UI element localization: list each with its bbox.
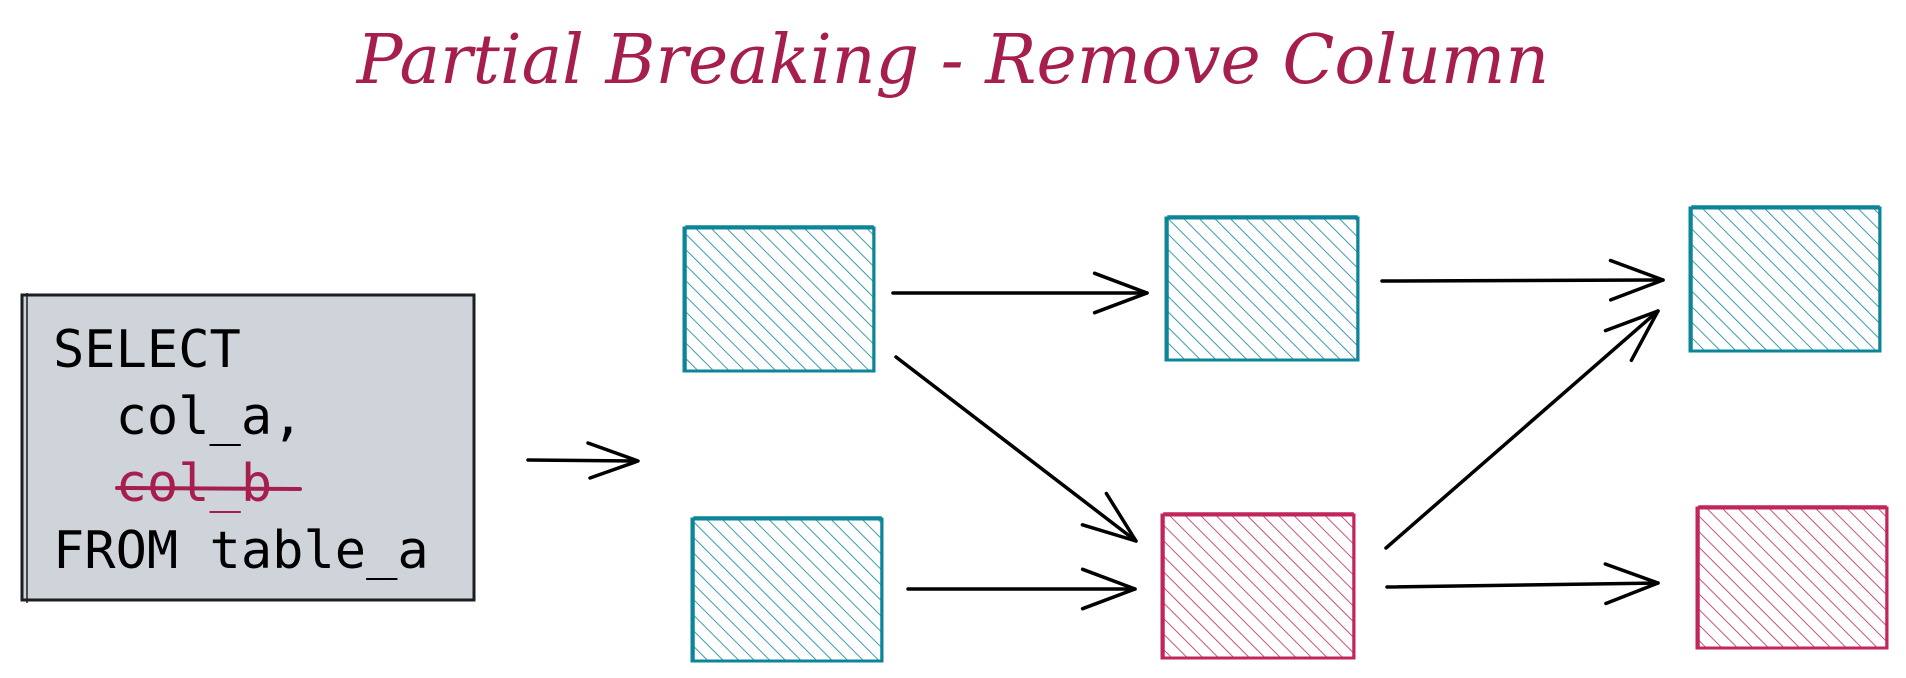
code-line-col-a: col_a,	[53, 387, 303, 447]
model-node-outline-n2	[693, 516, 882, 662]
strikethrough-line	[115, 486, 302, 491]
model-node-outline-n6	[1698, 505, 1887, 649]
diagram-title: Partial Breaking - Remove Column	[355, 21, 1549, 100]
code-line-select: SELECT	[53, 320, 241, 380]
code-box-background	[20, 293, 476, 602]
edge-n2-n4	[906, 567, 1137, 611]
edge-n4-n6	[1385, 562, 1660, 606]
nodes-layer	[682, 205, 1889, 663]
edge-n4-n5	[1384, 309, 1660, 550]
sql-code-box: SELECT col_a, col_b FROM table_a	[20, 293, 476, 603]
edge-n1-n4	[894, 355, 1138, 543]
model-node-outline-n5	[1691, 205, 1880, 352]
model-node-n6-breaking	[1695, 506, 1889, 650]
model-node-outline-n3	[1167, 215, 1358, 361]
code-line-col-b-removed: col_b	[53, 454, 272, 514]
input-arrow	[526, 441, 640, 480]
model-node-outline-n4	[1163, 512, 1354, 659]
edge-n1-n3	[891, 271, 1149, 315]
model-node-n4-breaking	[1160, 513, 1356, 660]
model-node-n5-unaffected	[1688, 206, 1882, 353]
model-node-n1-unaffected	[682, 226, 876, 373]
model-node-n3-unaffected	[1164, 216, 1360, 362]
model-node-n2-unaffected	[690, 517, 884, 663]
edge-n3-n5	[1380, 258, 1665, 302]
edges-layer	[891, 258, 1665, 611]
model-node-outline-n1	[685, 225, 874, 372]
code-line-from: FROM table_a	[53, 521, 429, 581]
